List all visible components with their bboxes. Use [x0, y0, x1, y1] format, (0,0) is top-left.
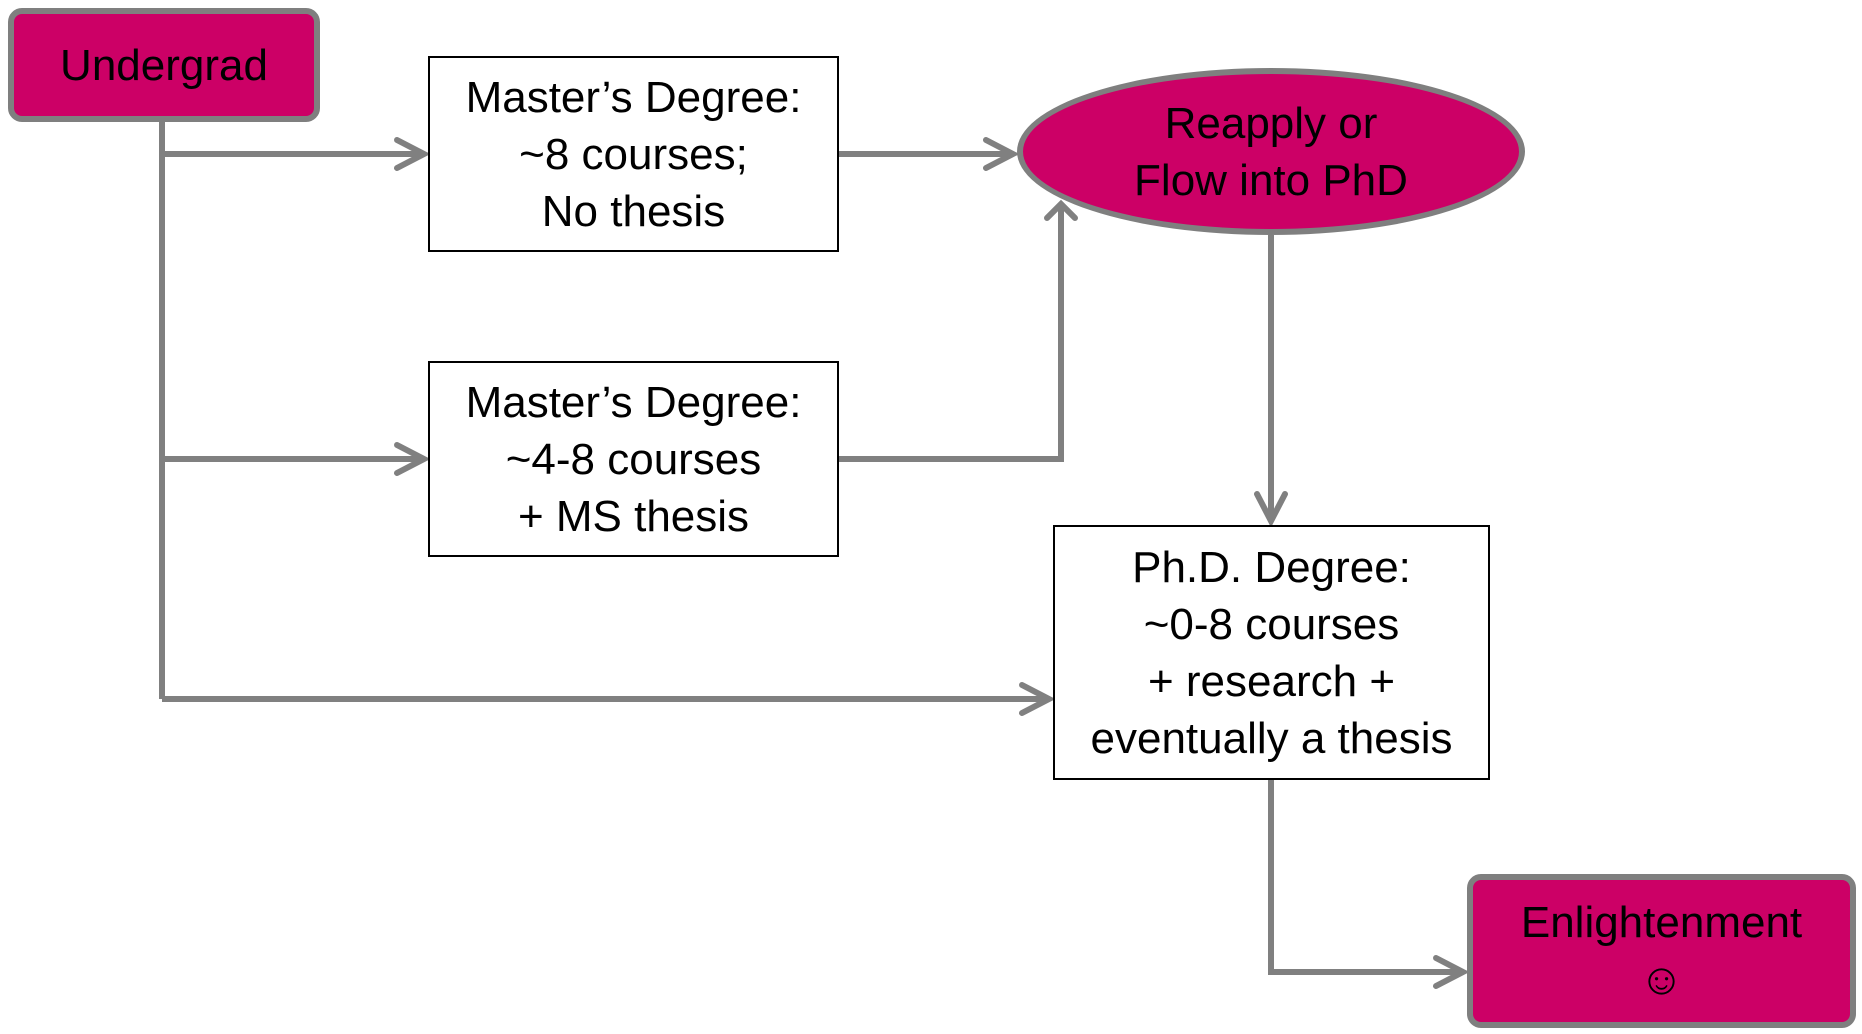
- node-label-line: + MS thesis: [517, 491, 750, 541]
- node-label-line: eventually a thesis: [1090, 713, 1453, 763]
- node-label-line: Master’s Degree:: [465, 72, 802, 122]
- node-phd-degree: Ph.D. Degree: ~0-8 courses + research + …: [1053, 525, 1490, 780]
- node-label-line: ~4-8 courses: [505, 434, 762, 484]
- node-label-line: Master’s Degree:: [465, 377, 802, 427]
- node-label-line: Enlightenment: [1520, 898, 1803, 947]
- arrowhead-reapply-from-masters-thesis: [1044, 199, 1078, 221]
- node-label-line: Flow into PhD: [1134, 155, 1408, 205]
- arrowhead-masters-thesis: [394, 442, 431, 476]
- node-label-line: + research +: [1147, 656, 1396, 706]
- arrowhead-reapply-from-masters-no-thesis: [983, 137, 1020, 171]
- connector-masters-thesis-to-reapply: [839, 204, 1064, 462]
- node-masters-thesis: Master’s Degree: ~4-8 courses + MS thesi…: [428, 361, 839, 557]
- connector-phd-to-enlightenment: [1268, 780, 1463, 975]
- node-enlightenment: Enlightenment ☺: [1467, 874, 1856, 1028]
- node-label-line: Reapply or: [1164, 98, 1378, 148]
- node-undergrad: Undergrad: [8, 8, 320, 122]
- smiley-icon: ☺: [1639, 955, 1684, 1004]
- node-label-line: ~0-8 courses: [1143, 599, 1400, 649]
- node-undergrad-label: Undergrad: [60, 40, 268, 90]
- node-reapply-or-flow-into-phd: Reapply or Flow into PhD: [1017, 68, 1525, 235]
- arrowhead-masters-no-thesis: [394, 137, 431, 171]
- node-label-line: No thesis: [541, 186, 726, 236]
- node-label-line: Ph.D. Degree:: [1132, 542, 1411, 592]
- arrowhead-phd-from-reapply: [1254, 491, 1288, 528]
- arrowhead-enlightenment: [1433, 955, 1470, 989]
- node-masters-no-thesis: Master’s Degree: ~8 courses; No thesis: [428, 56, 839, 252]
- arrowhead-phd-from-undergrad: [1019, 682, 1056, 716]
- node-label-line: ~8 courses;: [519, 129, 748, 179]
